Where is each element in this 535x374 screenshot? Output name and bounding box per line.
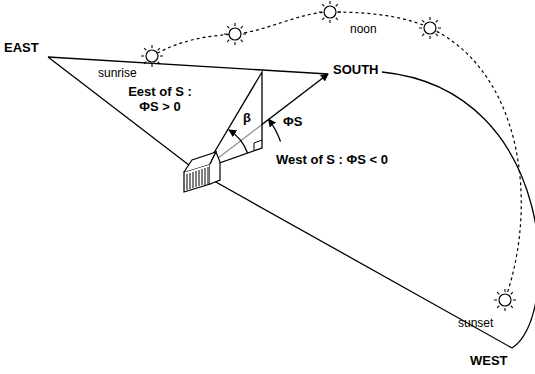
azimuth-note: Eest of S : ΦS > 0 xyxy=(120,84,200,114)
azimuth-note: West of S : ΦS < 0 xyxy=(276,152,388,167)
horizon-line xyxy=(48,57,328,74)
direction-label: EAST xyxy=(4,40,39,55)
event-label: noon xyxy=(350,22,377,37)
direction-label: WEST xyxy=(470,353,508,368)
sun-symbol xyxy=(319,1,341,23)
direction-label: SOUTH xyxy=(333,62,379,77)
sun-path xyxy=(152,12,521,300)
angle-symbol: ΦS xyxy=(283,114,302,129)
altitude-arc xyxy=(229,130,248,153)
sun-symbol xyxy=(224,23,246,45)
event-label: sunrise xyxy=(98,66,137,81)
angle-symbol: β xyxy=(243,110,251,125)
sun-symbol xyxy=(494,289,516,311)
sun-symbol xyxy=(419,17,441,39)
event-label: sunset xyxy=(458,316,493,331)
right-angle-mark xyxy=(254,140,262,151)
ground-line xyxy=(48,57,512,348)
sun-symbol xyxy=(141,45,163,67)
azimuth-arc xyxy=(269,119,281,141)
horizon-arc xyxy=(382,72,535,348)
house xyxy=(184,152,220,192)
